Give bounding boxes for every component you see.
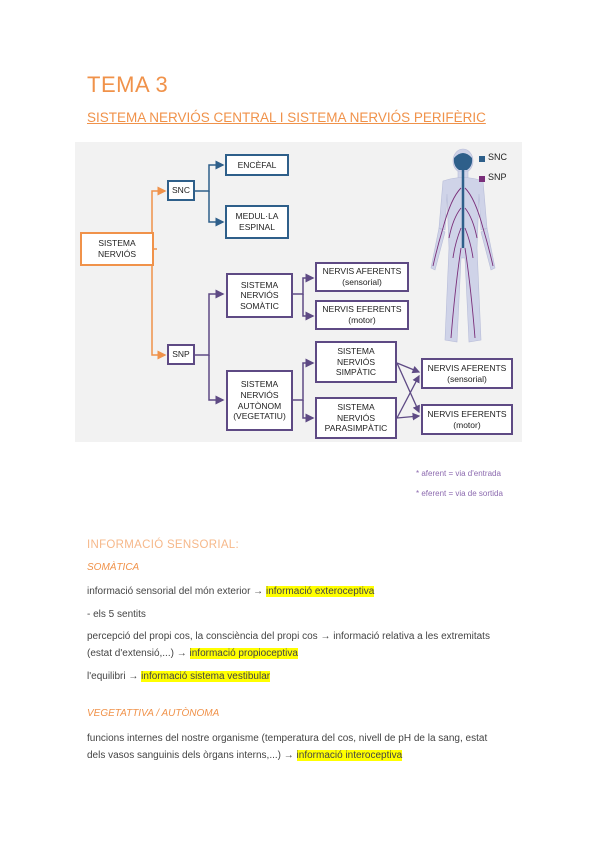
node-encefal: ENCÈFAL: [225, 154, 289, 176]
node-sistema-nervios: SISTEMA NERVIÓS: [80, 232, 154, 266]
somatica-paragraph-4: l'equilibri → informació sistema vestibu…: [87, 671, 271, 682]
somatica-paragraph-1: informació sensorial del món exterior → …: [87, 586, 375, 597]
somatica-paragraph-3-line-2: (estat d'extensió,...) → informació prop…: [87, 648, 298, 659]
somatica-paragraph-2: - els 5 sentits: [87, 609, 146, 620]
legend-snc-label: SNC: [488, 152, 508, 162]
vegetativa-line-1: funcions internes del nostre organisme (…: [87, 733, 488, 744]
node-nervis-eferents-autonom: NERVIS EFERENTS (motor): [421, 404, 513, 435]
note-eferent: * eferent = via de sortida: [416, 489, 503, 498]
vegetativa-line-2: dels vasos sanguinis dels òrgans interns…: [87, 750, 403, 761]
somatica-title: SOMÀTICA: [87, 562, 140, 573]
human-nervous-system-figure: [430, 148, 496, 343]
node-somatic: SISTEMA NERVIÓS SOMÀTIC: [226, 273, 293, 318]
node-nervis-aferents-somatic: NERVIS AFERENTS (sensorial): [315, 262, 409, 292]
node-nervis-eferents-somatic: NERVIS EFERENTS (motor): [315, 300, 409, 330]
node-parasimpatic: SISTEMA NERVIÓS PARASIMPÀTIC: [315, 397, 397, 439]
node-snp: SNP: [167, 344, 195, 365]
note-aferent: * aferent = via d'entrada: [416, 469, 501, 478]
section-title: INFORMACIÓ SENSORIAL:: [87, 539, 239, 551]
legend-snp-swatch: [479, 176, 485, 182]
vegetativa-title: VEGETATTIVA / AUTÒNOMA: [87, 708, 220, 719]
page-title: TEMA 3: [87, 72, 169, 97]
node-snc: SNC: [167, 180, 195, 201]
node-nervis-aferents-autonom: NERVIS AFERENTS (sensorial): [421, 358, 513, 389]
legend-snp-label: SNP: [488, 172, 507, 182]
node-autonom: SISTEMA NERVIÓS AUTÒNOM (VEGETATIU): [226, 370, 293, 431]
node-medul-la-espinal: MEDUL·LA ESPINAL: [225, 205, 289, 239]
legend-snc-swatch: [479, 156, 485, 162]
page-subtitle: SISTEMA NERVIÓS CENTRAL I SISTEMA NERVIÓ…: [87, 110, 486, 125]
diagram-connectors: [151, 160, 421, 423]
node-simpatic: SISTEMA NERVIÓS SIMPÀTIC: [315, 341, 397, 383]
nervous-system-diagram: SISTEMA NERVIÓS SNC ENCÈFAL MEDUL·LA ESP…: [75, 142, 522, 442]
somatica-paragraph-3-line-1: percepció del propi cos, la consciència …: [87, 631, 490, 642]
